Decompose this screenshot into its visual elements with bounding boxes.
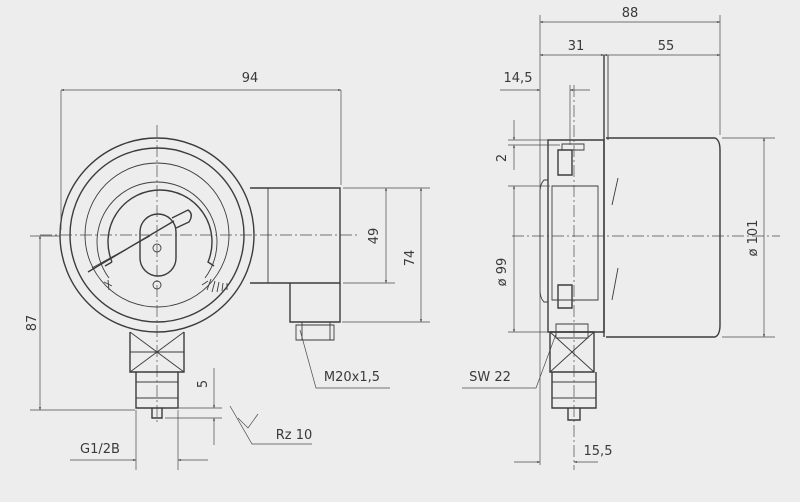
roughness-leader xyxy=(229,405,312,445)
dim-depth-88: 88 xyxy=(622,6,639,21)
dim-depth-31: 31 xyxy=(568,39,585,54)
dim-depth-55: 55 xyxy=(658,39,675,54)
dim-dial-diameter-99: ø 99 xyxy=(495,258,510,287)
pointer-needle-shadow xyxy=(91,235,151,269)
dim-case-diameter-101: ø 101 xyxy=(746,220,761,257)
dim-flange-14-5: 14,5 xyxy=(504,71,533,86)
adjuster-knob-outline xyxy=(171,209,192,229)
stem-tip xyxy=(151,408,163,419)
stem-thread xyxy=(135,372,179,409)
scale-ticks xyxy=(201,278,228,293)
dim-height-87: 87 xyxy=(25,315,40,332)
switch-box-outline xyxy=(250,187,341,284)
dim-thread-g12b: G1/2B xyxy=(80,442,120,457)
dim-case-49: 49 xyxy=(367,228,382,245)
glass-front xyxy=(539,179,549,303)
dim-thread-m20: M20x1,5 xyxy=(324,370,380,385)
front-view: 94 87 49 74 5 G1/2B Rz 10 M20x1,5 xyxy=(25,71,430,470)
center-window xyxy=(139,213,177,277)
dim-width-94: 94 xyxy=(242,71,259,86)
dim-offset-15-5: 15,5 xyxy=(584,444,613,459)
cable-gland-body xyxy=(289,283,341,323)
m20-leader xyxy=(299,329,390,389)
roughness-rz10: Rz 10 xyxy=(276,428,313,443)
stem-thread-lines xyxy=(136,381,178,399)
bezel-inner xyxy=(551,185,599,301)
side-socket-nut xyxy=(555,323,589,339)
roughness-symbol xyxy=(237,413,259,429)
case-gloss-marks xyxy=(611,177,619,301)
dim-box-74: 74 xyxy=(403,250,418,267)
plus-mark xyxy=(103,279,113,291)
side-view: 88 31 55 14,5 2 ø 99 ø 101 SW 22 15,5 xyxy=(462,6,780,470)
dim-wrench-sw22: SW 22 xyxy=(469,370,511,385)
dial-scale-arc xyxy=(104,189,215,267)
gland-nut xyxy=(295,324,335,341)
lower-window xyxy=(557,284,573,309)
side-socket-cross xyxy=(549,331,595,373)
top-clip xyxy=(561,143,585,151)
dim-gap-2: 2 xyxy=(495,154,510,162)
upper-window xyxy=(557,149,573,176)
sw22-leader xyxy=(462,333,557,389)
dim-tail-5: 5 xyxy=(196,380,211,388)
rear-case-outline xyxy=(606,137,721,338)
